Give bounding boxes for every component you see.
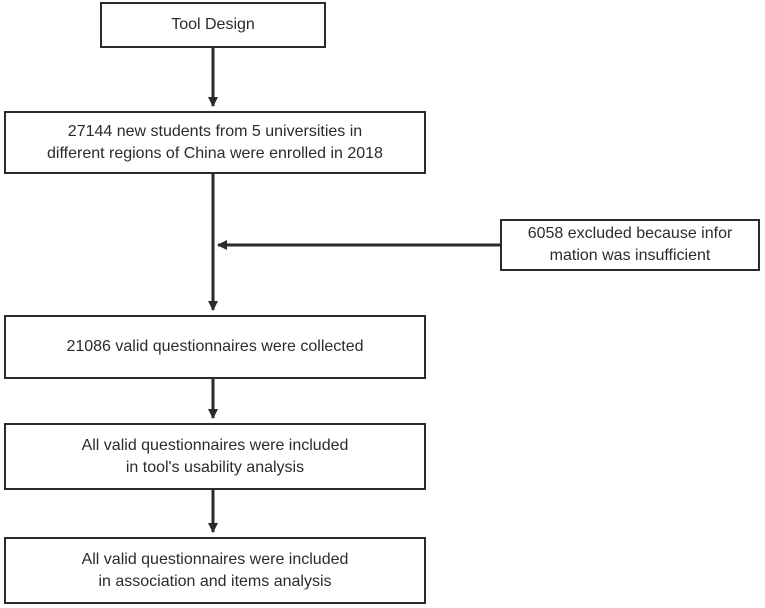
node-enrolled-label: 27144 new students from 5 universities i…: [47, 122, 383, 162]
node-usability: All valid questionnaires were included i…: [4, 423, 426, 490]
node-usability-label: All valid questionnaires were included i…: [81, 436, 349, 476]
node-valid: 21086 valid questionnaires were collecte…: [4, 315, 426, 379]
node-valid-label: 21086 valid questionnaires were collecte…: [66, 338, 364, 355]
node-enrolled: 27144 new students from 5 universities i…: [4, 111, 426, 174]
node-tool-design-label: Tool Design: [171, 16, 255, 33]
node-tool-design: Tool Design: [100, 2, 326, 48]
node-association-label: All valid questionnaires were included i…: [81, 550, 349, 590]
node-excluded-label: 6058 excluded because infor mation was i…: [527, 225, 733, 264]
node-excluded: 6058 excluded because infor mation was i…: [500, 219, 760, 271]
node-association: All valid questionnaires were included i…: [4, 537, 426, 604]
